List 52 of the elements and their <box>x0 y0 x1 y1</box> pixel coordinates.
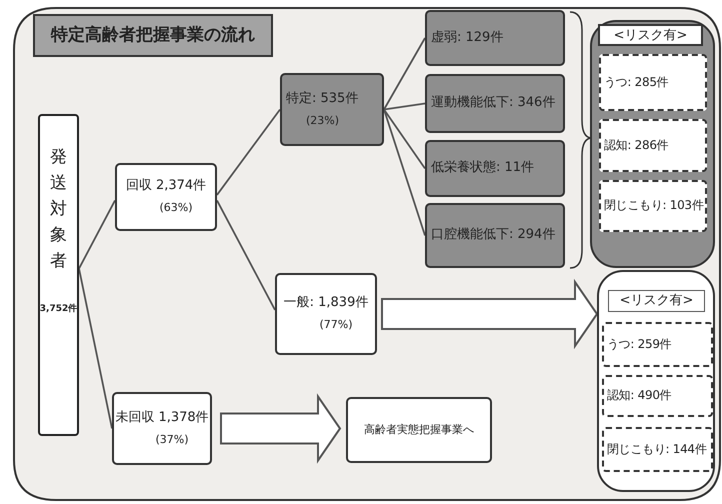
count-label: 未回収 1,378件 <box>115 410 209 427</box>
connector-line <box>383 108 426 170</box>
panel-header: <リスク有> <box>608 290 705 312</box>
connector-line <box>383 38 426 110</box>
block-arrow <box>220 393 342 464</box>
connector-line <box>216 108 281 196</box>
connector-line <box>384 102 426 110</box>
count-label: 回収 2,374件 <box>126 178 206 196</box>
count-label: 高齢者実態把握事業へ <box>364 422 474 438</box>
target-label: 発送対象者 <box>50 146 67 273</box>
count-label: 一般: 1,839件 <box>284 295 368 312</box>
count-label: うつ: 259件 <box>607 336 672 352</box>
category-box <box>425 203 565 268</box>
percent-label: (37%) <box>155 432 189 448</box>
connector-line <box>78 200 116 269</box>
panel-header: <リスク有> <box>598 24 703 46</box>
count-label: 虚弱: 129件 <box>431 30 504 46</box>
risk-box <box>599 180 707 232</box>
risk-panel <box>597 270 715 492</box>
count-label: 閉じこもり: 144件 <box>607 442 706 458</box>
count-label: 運動機能低下: 346件 <box>431 95 556 112</box>
percent-label: (63%) <box>159 201 193 216</box>
connector-line <box>78 268 113 429</box>
risk-box <box>602 322 713 367</box>
risk-box <box>599 119 707 172</box>
count-box <box>112 392 212 465</box>
count-box <box>275 273 377 355</box>
count-box <box>346 397 492 463</box>
risk-box <box>599 54 707 111</box>
connector-line <box>383 109 426 236</box>
risk-box <box>602 375 713 417</box>
target-box <box>38 114 79 436</box>
category-box <box>280 73 384 146</box>
percent-label: (77%) <box>319 318 353 333</box>
count-label: 特定: 535件 <box>286 90 358 108</box>
block-arrow <box>381 278 598 350</box>
count-label: 低栄養状態: 11件 <box>431 160 534 177</box>
count-label: 閉じこもり: 103件 <box>604 198 704 214</box>
count-label: 認知: 286件 <box>604 138 668 154</box>
category-box <box>425 74 565 133</box>
risk-panel <box>590 20 715 268</box>
category-box <box>425 140 565 197</box>
title-box: 特定高齢者把握事業の流れ <box>33 14 273 57</box>
count-label: うつ: 285件 <box>604 74 668 90</box>
count-box <box>115 163 217 231</box>
count-label: 認知: 490件 <box>607 388 672 404</box>
percent-label: (23%) <box>306 114 340 128</box>
count-label: 3,752件 <box>40 304 78 316</box>
risk-box <box>602 427 713 472</box>
count-label: 口腔機能低下: 294件 <box>431 227 556 244</box>
category-box <box>425 10 565 66</box>
connector-line <box>216 200 276 310</box>
